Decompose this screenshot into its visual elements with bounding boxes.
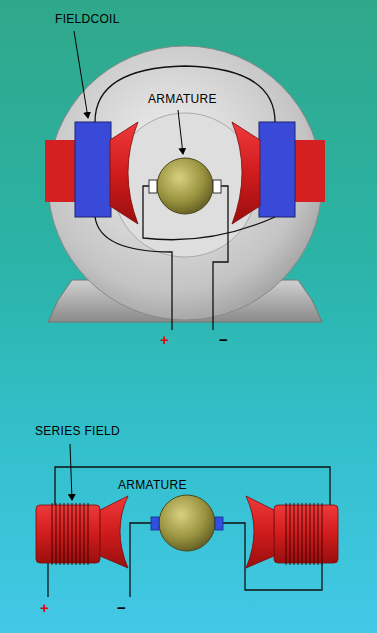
terminal-sign: − — [219, 331, 228, 349]
brush — [213, 180, 221, 193]
field-pole-right — [232, 122, 325, 224]
part-label: SERIES FIELD — [35, 424, 120, 438]
leader-line — [178, 110, 183, 154]
part-label: ARMATURE — [118, 478, 187, 492]
field-pole-left — [45, 122, 138, 224]
part-label: ARMATURE — [148, 92, 217, 106]
leader-line — [70, 444, 72, 500]
brush — [151, 517, 159, 530]
part-label: FIELDCOIL — [55, 12, 120, 26]
wiring-top — [95, 66, 275, 330]
armature-rotor — [159, 495, 215, 551]
motor-housing — [48, 46, 322, 320]
terminal-sign: + — [160, 331, 169, 349]
armature-rotor — [157, 158, 213, 214]
series-field-left — [36, 496, 128, 568]
brush — [215, 517, 223, 530]
rotor-bore — [113, 113, 257, 257]
terminal-sign: − — [117, 599, 126, 617]
terminal-sign: + — [40, 599, 49, 617]
series-field-right — [246, 496, 338, 568]
leader-line — [74, 31, 88, 118]
brush — [149, 180, 157, 193]
